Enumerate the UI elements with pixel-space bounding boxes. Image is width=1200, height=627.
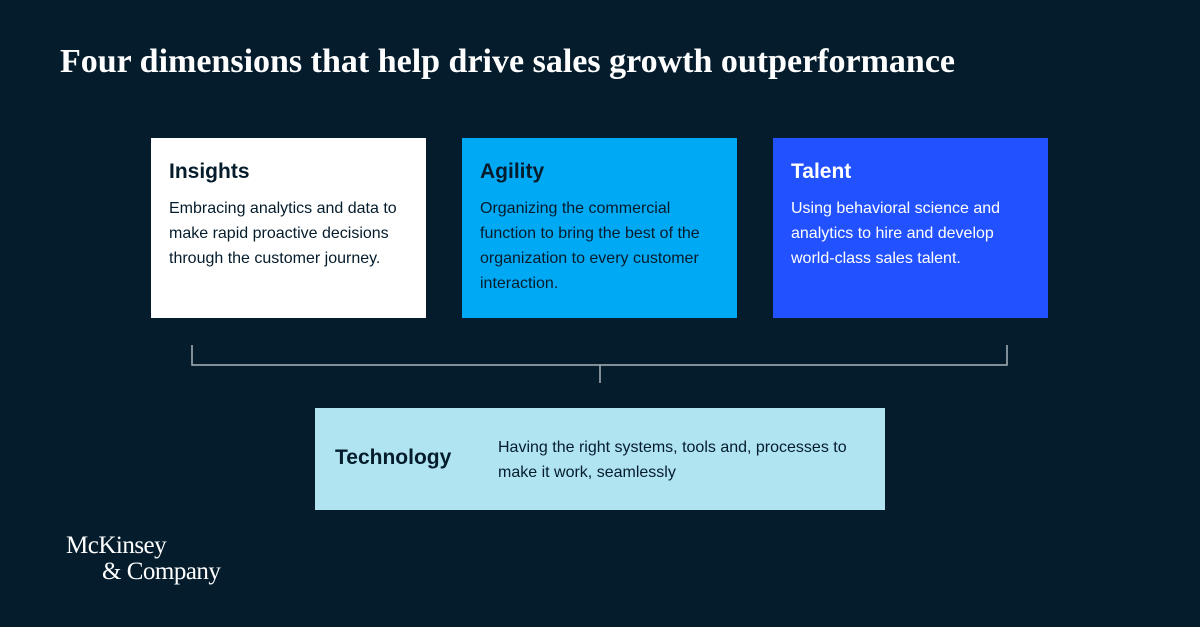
- card-talent-text: Using behavioral science and analytics t…: [791, 200, 1001, 267]
- card-agility: Agility Organizing the commercial functi…: [462, 138, 737, 318]
- card-technology-title: Technology: [335, 446, 452, 469]
- bracket-line: [191, 345, 1008, 366]
- logo-line-2: & Company: [102, 558, 221, 585]
- card-talent-title: Talent: [791, 160, 852, 183]
- brand-logo: McKinsey & Company: [66, 532, 221, 585]
- page-title: Four dimensions that help drive sales gr…: [60, 43, 956, 80]
- card-technology: Technology Having the right systems, too…: [315, 408, 885, 510]
- card-agility-text: Organizing the commercial function to br…: [480, 200, 700, 292]
- card-talent: Talent Using behavioral science and anal…: [773, 138, 1048, 318]
- card-insights-text: Embracing analytics and data to make rap…: [169, 200, 397, 267]
- card-insights-title: Insights: [169, 160, 250, 183]
- card-agility-title: Agility: [480, 160, 545, 183]
- card-insights: Insights Embracing analytics and data to…: [151, 138, 426, 318]
- logo-line-1: McKinsey: [66, 532, 167, 559]
- card-technology-text: Having the right systems, tools and, pro…: [498, 439, 847, 481]
